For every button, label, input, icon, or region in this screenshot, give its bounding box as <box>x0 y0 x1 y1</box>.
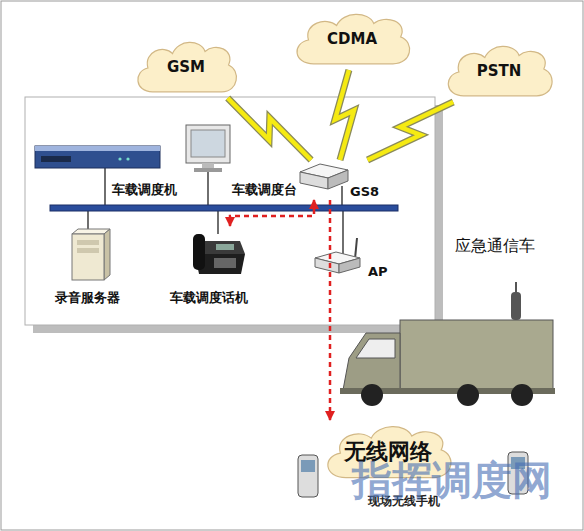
rack-unit <box>35 146 160 151</box>
truck-wheel <box>457 384 479 406</box>
network-cloud: CDMA <box>288 8 416 70</box>
bus-stub <box>207 172 208 205</box>
bus-stub <box>342 211 343 256</box>
connector-group <box>230 200 314 226</box>
truck-wheel <box>511 384 533 406</box>
device-label: AP <box>368 264 388 280</box>
ap-antenna <box>355 238 357 259</box>
bolt-outline <box>228 98 311 160</box>
network-cloud: PSTN <box>440 40 558 102</box>
rack-unit <box>41 156 71 162</box>
cloud-label: GSM <box>130 58 242 76</box>
connector-group <box>335 70 354 160</box>
network-cloud: GSM <box>130 36 242 98</box>
vehicle-frame <box>25 97 435 325</box>
cloud-label: CDMA <box>288 30 416 48</box>
connector-group <box>228 98 311 160</box>
monitor-icon <box>186 125 230 163</box>
rack-led <box>118 157 121 160</box>
cloud-label: PSTN <box>440 62 558 80</box>
truck-antenna <box>515 282 517 292</box>
network-bus <box>50 205 398 211</box>
device-label: 车载调度台 <box>232 182 297 198</box>
truck-cargo <box>400 320 553 390</box>
wireless-link <box>335 70 354 160</box>
bus-stub <box>217 211 218 234</box>
truck-antenna <box>511 292 521 320</box>
truck-window <box>356 339 395 358</box>
device-node: 车载调度话机 <box>168 226 286 312</box>
server-icon <box>104 229 110 280</box>
mobile-icon <box>298 455 318 497</box>
phone-keypad <box>214 258 236 268</box>
truck-cab <box>343 333 400 390</box>
connector-group <box>368 102 454 160</box>
device-label: 车载调度机 <box>112 182 177 198</box>
device-node: AP <box>312 236 382 282</box>
watermark: 指挥调度网 <box>352 456 552 504</box>
server-icon <box>72 234 104 280</box>
truck-wheel <box>361 384 383 406</box>
device-label: GS8 <box>350 184 379 200</box>
gateway-node: GS8 <box>300 160 376 200</box>
server-bay <box>77 248 99 253</box>
bolt-outline <box>368 102 454 160</box>
gateway-icon <box>300 172 328 189</box>
bus-stub <box>341 186 342 205</box>
monitor-stand <box>194 168 222 172</box>
device-label: 录音服务器 <box>55 290 120 306</box>
vehicle-label: 应急通信车 <box>455 236 535 255</box>
wireless-link <box>228 98 311 160</box>
wireless-link <box>368 102 454 160</box>
device-node: 车载调度台 <box>180 122 298 200</box>
rack-led <box>126 157 129 160</box>
mobile-screen <box>301 460 315 472</box>
rack-unit <box>35 146 160 168</box>
monitor-stand <box>202 163 214 168</box>
phone-display <box>216 244 234 250</box>
connector-group <box>330 200 331 420</box>
device-node: 车载调度机 <box>30 140 190 202</box>
signal-path <box>230 200 314 226</box>
phone-handset <box>193 234 205 270</box>
device-label: 车载调度话机 <box>170 290 248 306</box>
gateway-icon <box>328 170 348 189</box>
signal-path <box>329 200 332 420</box>
bolt-outline <box>335 70 354 160</box>
monitor-screen <box>191 130 225 157</box>
ap-icon <box>315 258 339 273</box>
device-node: 录音服务器 <box>45 226 155 312</box>
ap-icon <box>339 258 360 273</box>
server-bay <box>77 240 99 245</box>
bus-stub <box>104 168 105 205</box>
